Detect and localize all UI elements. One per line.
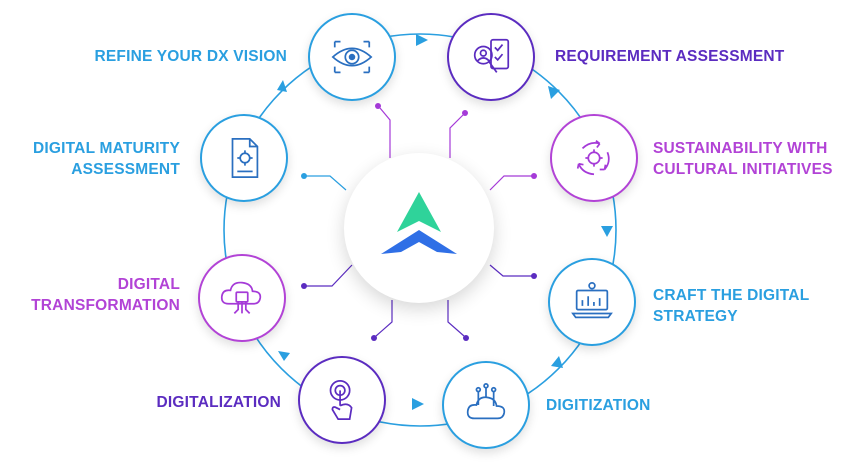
label-maturity-assessment: DIGITAL MATURITY ASSESSMENT [33, 138, 180, 180]
label-line: CULTURAL INITIATIVES [653, 161, 833, 178]
magnifier-checklist-icon [473, 38, 510, 73]
eye-icon [331, 40, 373, 74]
label-refine-vision: REFINE YOUR DX VISION [94, 46, 287, 67]
node-requirement [447, 13, 535, 101]
ring-arrows [277, 34, 613, 410]
touch-hand-icon [329, 379, 353, 421]
cloud-chip-icon [220, 281, 262, 314]
label-line: DIGITALIZATION [156, 394, 281, 411]
label-digitalization: DIGITALIZATION [157, 392, 281, 413]
ring-arrow [548, 86, 560, 99]
ring-arrow [278, 351, 290, 361]
connector-dots [301, 103, 537, 341]
node-digitalization [298, 356, 386, 444]
node-craft-strategy [548, 258, 636, 346]
label-line: DIGITIZATION [546, 397, 651, 414]
label-line: TRANSFORMATION [31, 297, 180, 314]
label-line: STRATEGY [653, 308, 738, 325]
label-sustainability: SUSTAINABILITY WITH CULTURAL INITIATIVES [653, 138, 833, 180]
document-gear-icon [231, 137, 259, 179]
cycle-ring [223, 33, 617, 427]
label-transformation: DIGITAL TRANSFORMATION [31, 274, 180, 316]
node-sustainability [550, 114, 638, 202]
label-line: ASSESSMENT [71, 161, 180, 178]
ring-arrow [416, 34, 428, 46]
label-requirement: REQUIREMENT ASSESSMENT [555, 46, 784, 67]
node-digitization [442, 361, 530, 449]
cycle-gear-icon [576, 140, 610, 176]
label-line: DIGITAL [117, 276, 180, 293]
label-line: REFINE YOUR DX VISION [94, 48, 287, 65]
label-digitization: DIGITIZATION [546, 395, 651, 416]
hub-circle [344, 153, 494, 303]
label-line: SUSTAINABILITY WITH [653, 140, 828, 157]
hub-connectors [306, 107, 532, 337]
ring-arrow [412, 398, 424, 410]
label-line: DIGITAL MATURITY [33, 140, 180, 157]
ring-arrow [551, 356, 563, 368]
node-transformation [198, 254, 286, 342]
label-line: CRAFT THE DIGITAL [653, 287, 810, 304]
label-craft-strategy: CRAFT THE DIGITAL STRATEGY [653, 285, 809, 327]
node-refine-vision [308, 13, 396, 101]
cloud-circuit-icon [466, 383, 506, 420]
label-line: REQUIREMENT ASSESSMENT [555, 48, 785, 65]
ring-arrow [601, 226, 613, 237]
laptop-chart-icon [571, 281, 613, 319]
ring-arrow [277, 80, 287, 92]
arrow-logo-icon [381, 192, 457, 254]
node-maturity-assessment [200, 114, 288, 202]
